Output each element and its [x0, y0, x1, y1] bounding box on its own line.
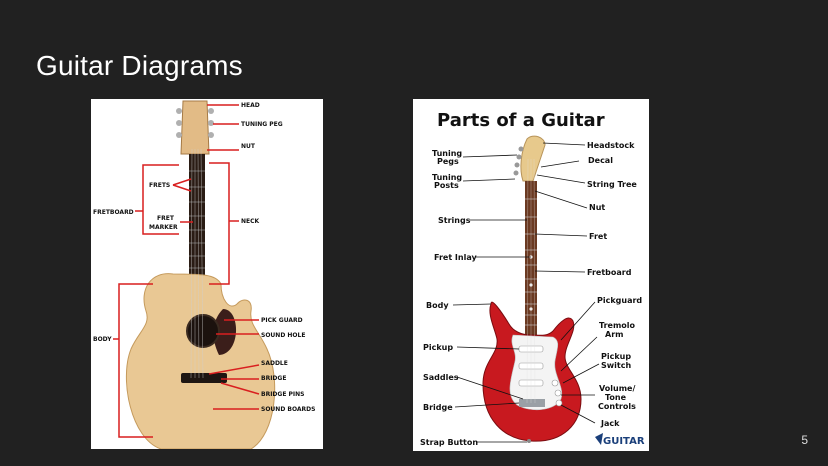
slide-title: Guitar Diagrams — [36, 50, 243, 81]
label-volume-1: Volume/ — [599, 384, 635, 393]
label-sound-hole: SOUND HOLE — [261, 332, 305, 339]
label-body: Body — [426, 301, 449, 310]
label-head: HEAD — [241, 102, 260, 109]
label-fret: FRET — [157, 215, 175, 222]
label-nut: Nut — [589, 203, 605, 212]
label-bridge: BRIDGE — [261, 375, 286, 382]
label-marker: MARKER — [149, 224, 178, 231]
label-fret: Fret — [589, 232, 607, 241]
label-strap-button: Strap Button — [420, 438, 478, 447]
electric-guitar-image — [482, 135, 582, 443]
acoustic-guitar-image — [125, 100, 276, 449]
diagram-title: Parts of a Guitar — [437, 110, 605, 131]
label-volume-3: Controls — [598, 402, 636, 411]
label-tremolo-2: Arm — [605, 330, 623, 339]
label-pickup-switch-1: Pickup — [601, 352, 631, 361]
label-fretboard: FRETBOARD — [93, 209, 134, 216]
label-decal: Decal — [588, 156, 613, 165]
label-pickup-switch-2: Switch — [601, 361, 631, 370]
guitar-logo: GUITAR — [595, 433, 645, 447]
label-saddles: Saddles — [423, 373, 459, 382]
label-bridge: Bridge — [423, 403, 453, 412]
label-strings: Strings — [438, 216, 471, 225]
label-string-tree: String Tree — [587, 180, 637, 189]
label-sound-boards: SOUND BOARDS — [261, 406, 315, 413]
label-pickguard: Pickguard — [597, 296, 642, 305]
label-tuning-pegs-2: Pegs — [437, 157, 459, 166]
label-bridge-pins: BRIDGE PINS — [261, 391, 305, 398]
page-number: 5 — [801, 433, 808, 447]
label-jack: Jack — [600, 419, 620, 428]
label-headstock: Headstock — [587, 141, 635, 150]
label-volume-2: Tone — [605, 393, 627, 402]
label-nut: NUT — [241, 143, 256, 150]
label-tuning-posts-2: Posts — [434, 181, 459, 190]
label-tuning-posts-1: Tuning — [432, 173, 462, 182]
label-tuning-pegs-1: Tuning — [432, 149, 462, 158]
label-body: BODY — [93, 336, 112, 343]
label-tuning-peg: TUNING PEG — [241, 121, 283, 128]
label-fret-inlay: Fret Inlay — [434, 253, 478, 262]
label-neck: NECK — [241, 218, 260, 225]
label-tremolo-1: Tremolo — [599, 321, 636, 330]
acoustic-guitar-diagram: HEAD TUNING PEG NUT FRETS FRETBOARD FRET… — [91, 99, 323, 449]
svg-text:GUITAR: GUITAR — [603, 436, 645, 447]
label-saddle: SADDLE — [261, 360, 288, 367]
callout-lines — [113, 104, 260, 438]
label-pick-guard: PICK GUARD — [261, 317, 303, 324]
label-frets: FRETS — [149, 182, 170, 189]
electric-guitar-diagram: Parts of a Guitar — [413, 99, 649, 451]
label-pickup: Pickup — [423, 343, 453, 352]
pointer-lines — [452, 142, 600, 443]
label-fretboard: Fretboard — [587, 268, 632, 277]
